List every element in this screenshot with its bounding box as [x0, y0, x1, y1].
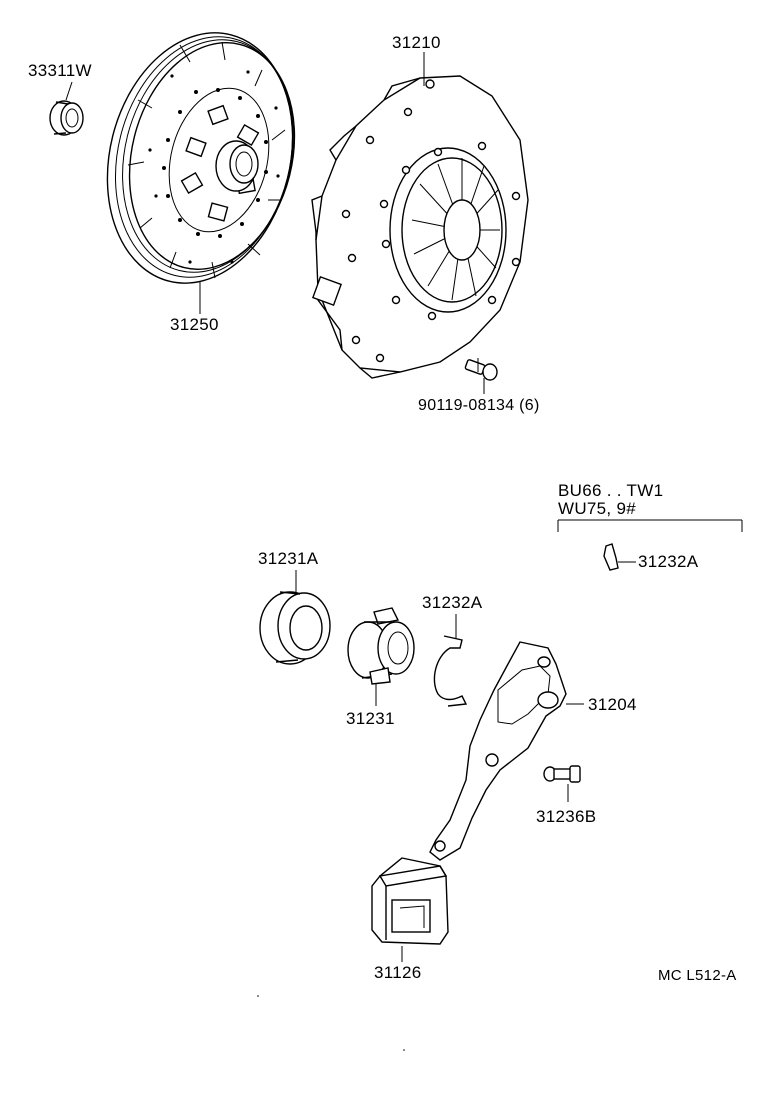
applicability-line-2: WU75, 9#	[558, 499, 636, 518]
clip-icon	[433, 614, 468, 707]
figure-code: MC L512-A	[658, 967, 737, 984]
clutch-disc-icon	[106, 32, 296, 314]
part-label-31210: 31210	[392, 33, 441, 52]
part-label-31231a: 31231A	[258, 549, 319, 568]
bolt-icon	[464, 358, 498, 394]
bearing-hub-icon	[347, 607, 415, 706]
release-bearing-icon	[259, 570, 331, 665]
boot-icon	[371, 857, 449, 962]
part-label-31231: 31231	[346, 709, 395, 728]
pivot-bolt-icon	[543, 765, 581, 802]
pilot-bearing-icon	[49, 81, 84, 136]
part-label-90119-08134: 90119-08134 (6)	[418, 397, 540, 414]
clip-alt-icon	[603, 543, 636, 571]
part-label-31232a-alt: 31232A	[638, 552, 699, 571]
part-label-31236b: 31236B	[536, 807, 597, 826]
part-label-31204: 31204	[588, 695, 637, 714]
applicability-bracket	[557, 519, 743, 532]
part-label-31232a: 31232A	[422, 593, 483, 612]
applicability-line-1: BU66 . . TW1	[558, 481, 664, 500]
part-label-33311w: 33311W	[28, 61, 92, 80]
part-label-31126: 31126	[374, 963, 422, 982]
release-fork-icon	[429, 641, 584, 861]
pressure-plate-icon	[311, 52, 529, 379]
part-label-31250: 31250	[170, 315, 219, 334]
